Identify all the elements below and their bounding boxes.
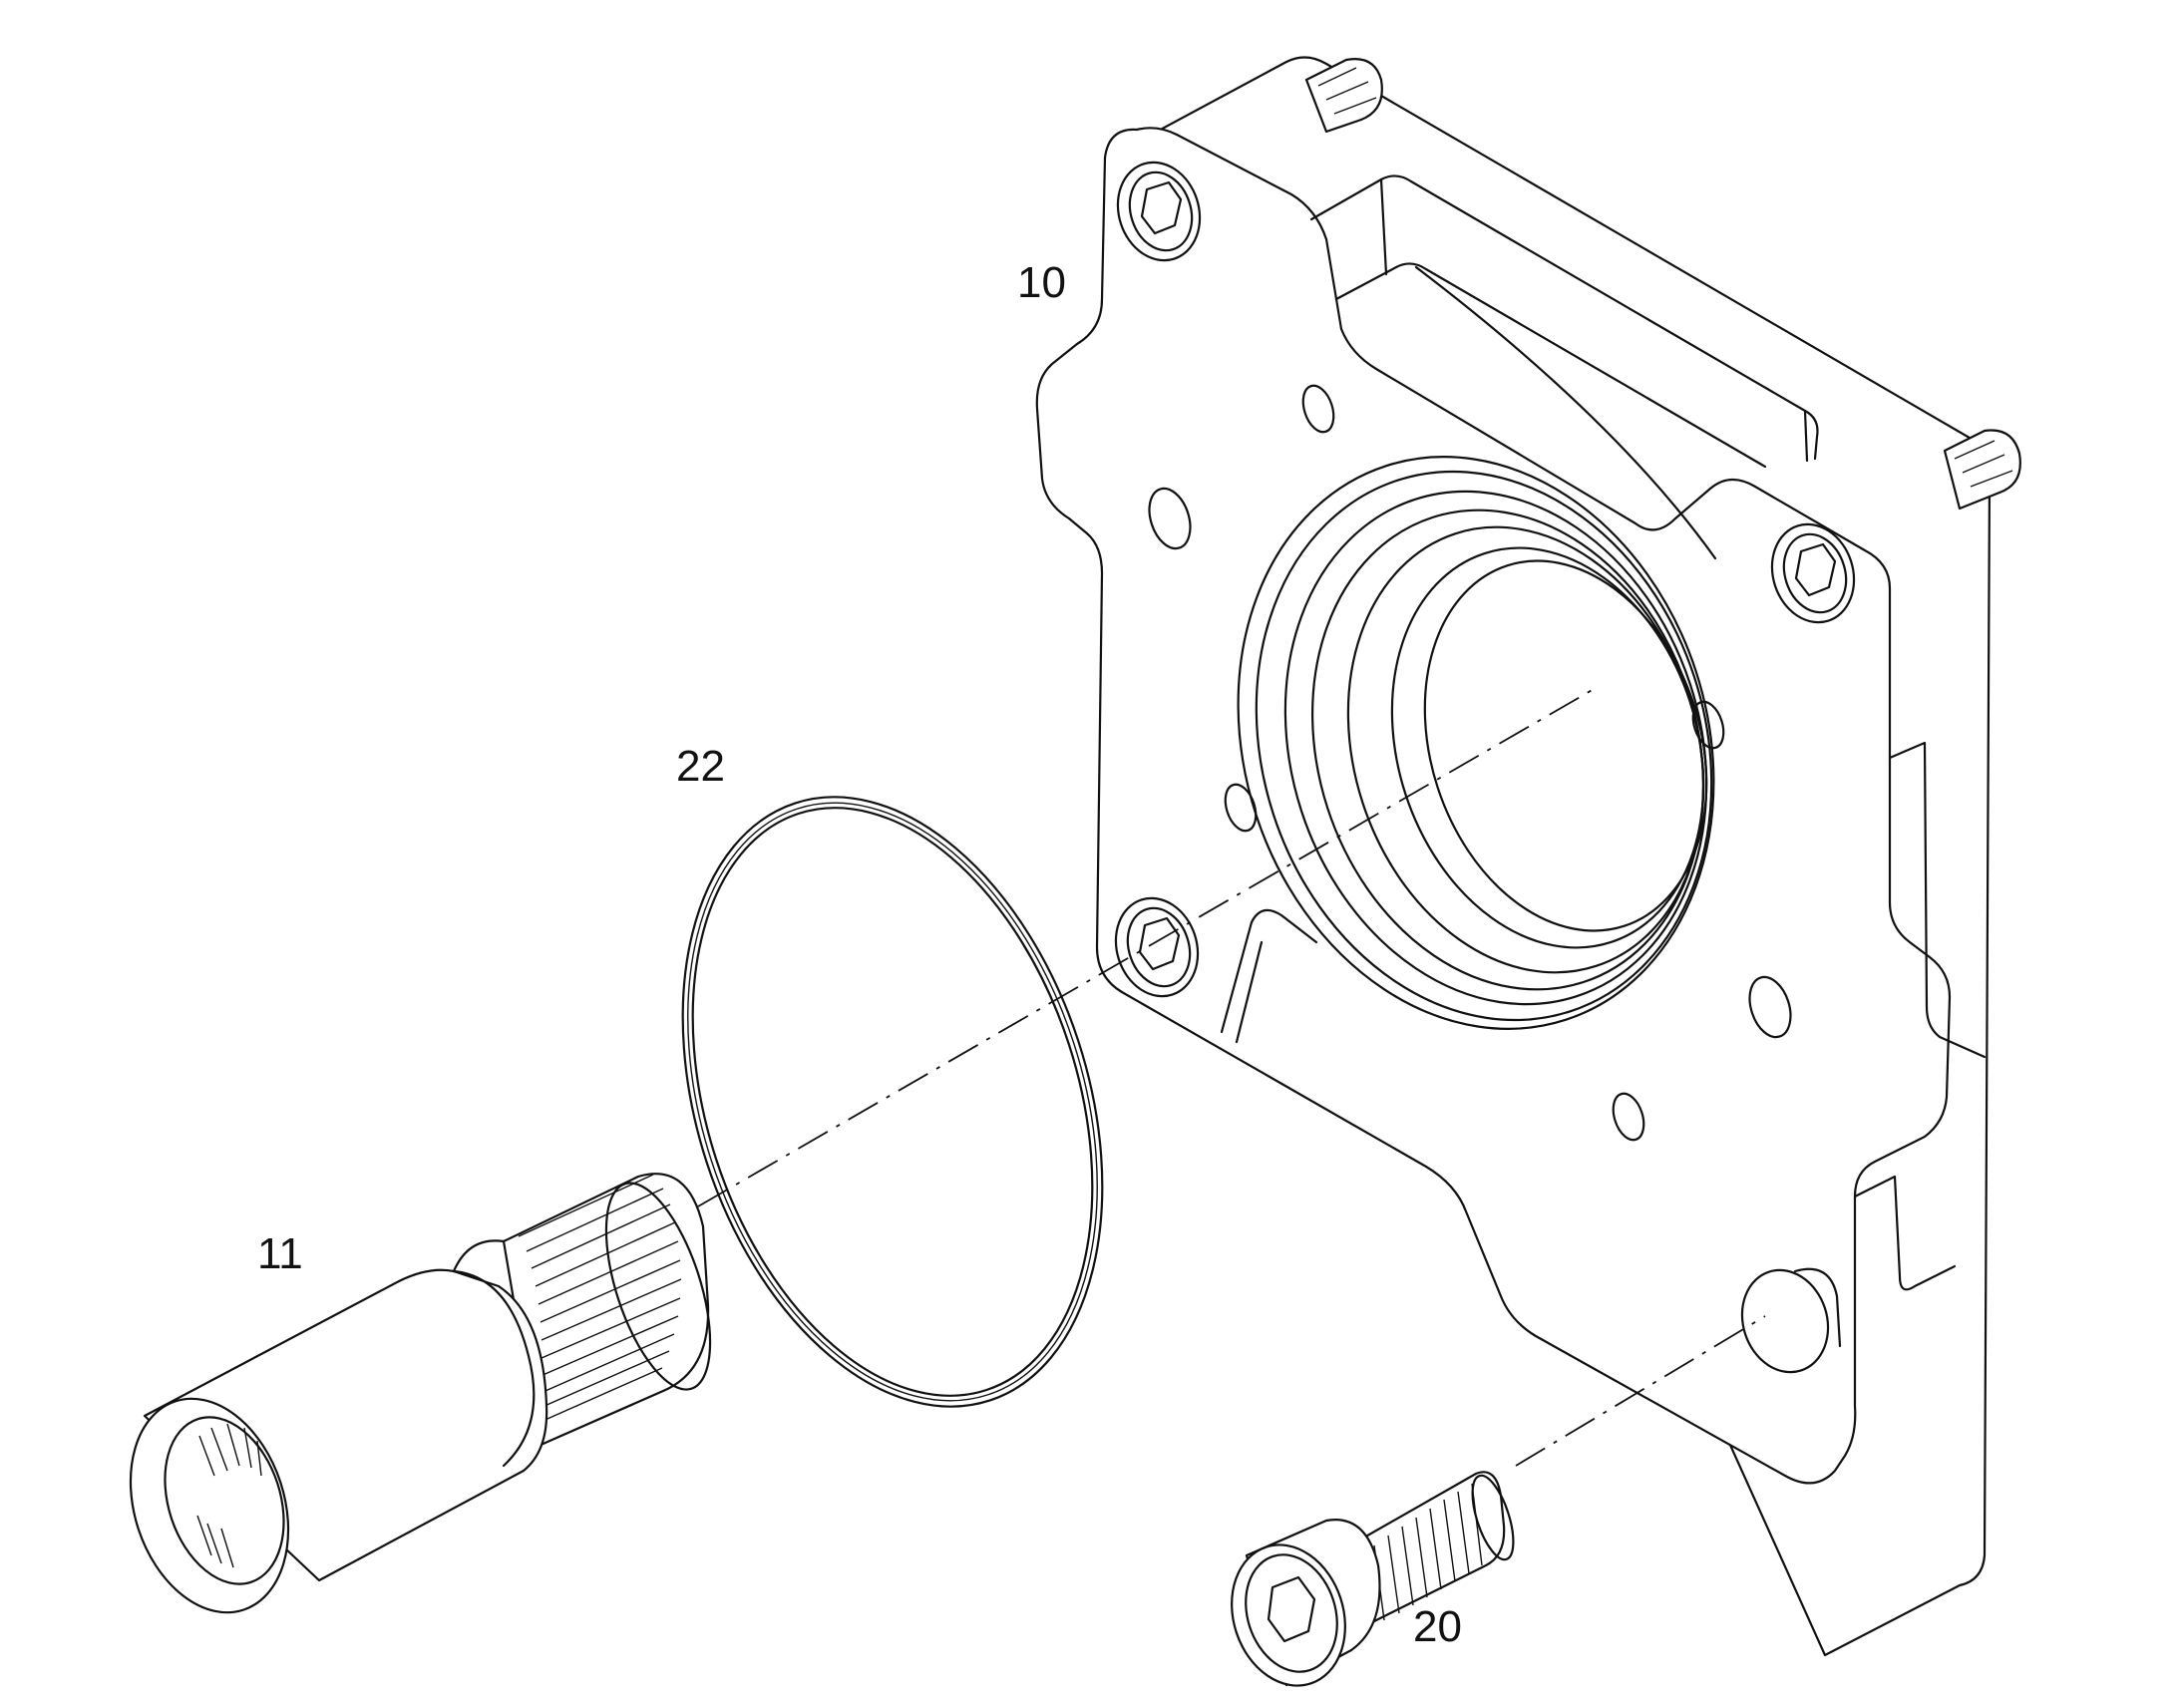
bottom-bore — [1740, 1267, 1842, 1374]
stud-right — [1943, 429, 2021, 511]
callout-coupling: 11 — [257, 1229, 303, 1278]
mounting-holes — [1148, 384, 1792, 1142]
stud-top — [1304, 58, 1383, 134]
flange-screw-top — [1116, 161, 1202, 262]
callout-oring: 22 — [676, 742, 725, 791]
flange-screw-right — [1770, 522, 1856, 624]
spline-coupling — [129, 1173, 712, 1614]
housing-flange — [1035, 56, 2021, 1657]
cap-screw — [1231, 1471, 1515, 1687]
main-bore — [1237, 456, 1715, 1030]
o-ring — [681, 796, 1104, 1408]
callout-screw: 20 — [1413, 1602, 1462, 1651]
center-axes — [697, 687, 1766, 1467]
callout-housing: 10 — [1017, 258, 1066, 307]
